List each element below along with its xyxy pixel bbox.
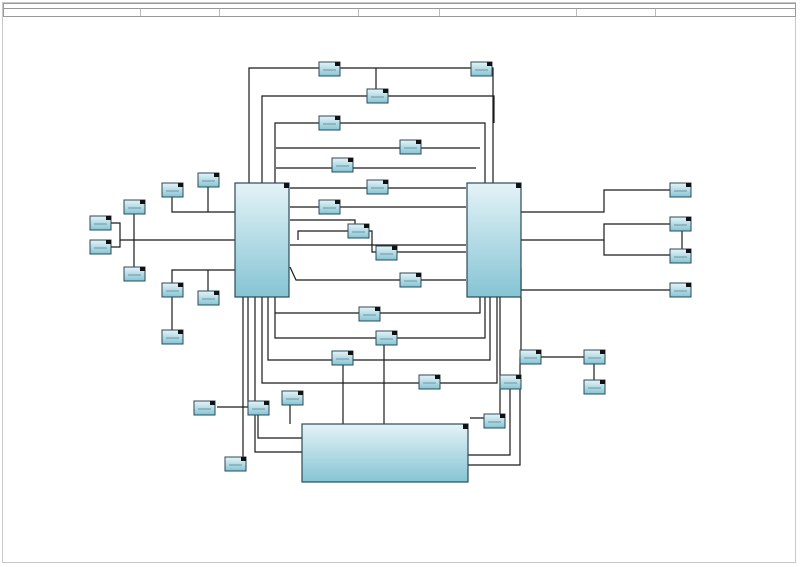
module-node bbox=[399, 139, 422, 155]
module-node bbox=[281, 390, 304, 406]
module-node bbox=[470, 61, 493, 77]
info-cell-2 bbox=[140, 9, 221, 16]
module-node bbox=[583, 349, 606, 365]
module-node bbox=[123, 266, 146, 282]
module-node bbox=[669, 182, 692, 198]
module-node bbox=[669, 216, 692, 232]
info-cell-3 bbox=[219, 9, 360, 16]
module-node bbox=[331, 350, 354, 366]
module-node bbox=[358, 306, 381, 322]
module-node bbox=[197, 290, 220, 306]
module-node bbox=[583, 379, 606, 395]
module-node bbox=[318, 61, 341, 77]
title-block bbox=[3, 3, 796, 17]
module-node bbox=[669, 248, 692, 264]
module-node bbox=[347, 223, 370, 239]
module-node bbox=[483, 413, 506, 429]
module-node bbox=[499, 374, 522, 390]
module-node bbox=[669, 282, 692, 298]
info-cell-5 bbox=[439, 9, 578, 16]
module-node bbox=[366, 88, 389, 104]
module-node bbox=[161, 282, 184, 298]
left-controller-block bbox=[234, 182, 290, 298]
module-node bbox=[161, 329, 184, 345]
module-node bbox=[375, 245, 398, 261]
drawing-info-row bbox=[3, 9, 796, 17]
info-cell-6 bbox=[576, 9, 657, 16]
module-node bbox=[331, 157, 354, 173]
module-node bbox=[224, 456, 247, 472]
info-cell-7 bbox=[655, 9, 798, 16]
module-node bbox=[193, 400, 216, 416]
right-controller-block bbox=[466, 182, 522, 298]
module-node bbox=[418, 374, 441, 390]
module-node bbox=[123, 199, 146, 215]
module-node bbox=[375, 330, 398, 346]
module-node bbox=[247, 400, 270, 416]
module-node bbox=[318, 199, 341, 215]
wires bbox=[101, 67, 683, 466]
module-node bbox=[161, 182, 184, 198]
bottom-controller-block bbox=[301, 423, 469, 483]
module-node bbox=[366, 179, 389, 195]
module-node bbox=[89, 215, 112, 231]
module-nodes bbox=[89, 61, 692, 472]
module-node bbox=[89, 239, 112, 255]
module-node bbox=[399, 272, 422, 288]
info-cell-4 bbox=[358, 9, 441, 16]
module-node bbox=[197, 172, 220, 188]
drawing-title bbox=[3, 3, 796, 9]
module-node bbox=[519, 349, 542, 365]
module-node bbox=[318, 115, 341, 131]
